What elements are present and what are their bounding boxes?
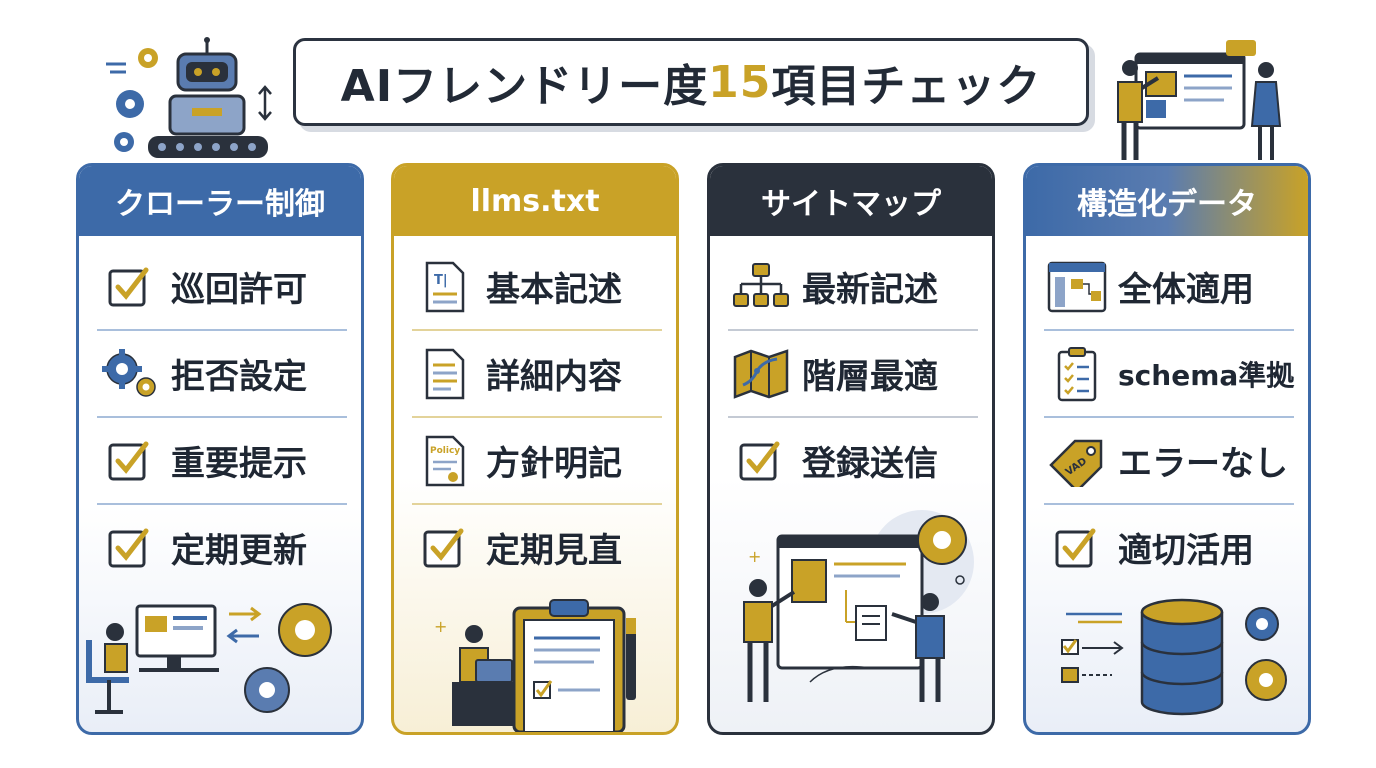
team-sitemap-illustration: + [743, 510, 974, 702]
title-prefix: AIフレンドリー度 [340, 61, 709, 112]
item-label: 巡回許可 [171, 270, 307, 310]
list-item: T| 基本記述 [412, 244, 662, 331]
list-item: schema準拠 [1044, 331, 1294, 418]
item-label: schema準拠 [1118, 358, 1295, 392]
item-label: 詳細内容 [486, 357, 622, 397]
item-label: 方針明記 [486, 444, 622, 484]
text-document-icon: T| [412, 259, 478, 315]
item-label: 登録送信 [802, 444, 938, 484]
robot-illustration [106, 37, 272, 158]
list-item: Policy 方針明記 [412, 418, 662, 505]
list-item: 適切活用 [1044, 505, 1294, 590]
checkbox-icon [728, 433, 794, 489]
item-label: 全体適用 [1118, 270, 1254, 310]
list-item: 階層最適 [728, 331, 978, 418]
gears-icon [97, 346, 163, 402]
column-header: 構造化データ [1026, 166, 1308, 236]
document-icon [412, 346, 478, 402]
item-label: 重要提示 [171, 444, 307, 484]
list-item: VAD エラーなし [1044, 418, 1294, 505]
list-item: 最新記述 [728, 244, 978, 331]
checkbox-icon [97, 520, 163, 576]
item-label: 適切活用 [1118, 531, 1254, 571]
person-with-clipboard-illustration: + [434, 599, 636, 732]
database-illustration [1061, 598, 1287, 716]
checkbox-icon [97, 259, 163, 315]
item-label: 最新記述 [802, 270, 938, 310]
map-icon [728, 346, 794, 402]
list-item: 定期見直 [412, 505, 662, 590]
list-item: 登録送信 [728, 418, 978, 503]
icon-text: T| [434, 273, 448, 288]
gear-icon [114, 132, 134, 152]
list-item: 巡回許可 [97, 244, 347, 331]
column-sitemap: サイトマップ 最新記述 階層最適 登録送信 + [707, 163, 995, 735]
item-label: 拒否設定 [171, 357, 307, 397]
svg-text:+: + [748, 547, 761, 566]
item-label: 定期見直 [486, 531, 622, 571]
list-item: 重要提示 [97, 418, 347, 505]
item-label: エラーなし [1118, 444, 1288, 484]
gear-icon [116, 90, 144, 118]
icon-text: Policy [430, 446, 460, 456]
column-header: llms.txt [394, 166, 676, 236]
column-llms-txt: llms.txt T| 基本記述 詳細内容 Policy 方針明記 定期見直 + [391, 163, 679, 735]
column-crawler-control: クローラー制御 巡回許可 拒否設定 重要提示 定期更新 [76, 163, 364, 735]
item-label: 階層最適 [802, 357, 938, 397]
checkbox-icon [1044, 520, 1110, 576]
gear-icon [138, 48, 158, 68]
tag-icon: VAD [1044, 433, 1110, 489]
item-label: 定期更新 [171, 531, 307, 571]
clipboard-checklist-icon [1044, 346, 1110, 402]
presentation-illustration [1117, 40, 1282, 160]
list-item: 定期更新 [97, 505, 347, 590]
checkbox-icon [97, 433, 163, 489]
column-structured-data: 構造化データ 全体適用 schema準拠 VAD エラーなし 適切活用 [1023, 163, 1311, 735]
list-item: 全体適用 [1044, 244, 1294, 331]
person-at-computer-illustration [86, 603, 332, 714]
svg-text:+: + [434, 617, 447, 636]
list-item: 拒否設定 [97, 331, 347, 418]
column-header: クローラー制御 [79, 166, 361, 236]
item-label: 基本記述 [486, 270, 622, 310]
sitemap-tree-icon [728, 259, 794, 315]
column-header: サイトマップ [710, 166, 992, 236]
browser-window-icon [1044, 259, 1110, 315]
checkbox-icon [412, 520, 478, 576]
list-item: 詳細内容 [412, 331, 662, 418]
title-suffix: 項目チェック [771, 61, 1042, 112]
policy-document-icon: Policy [412, 433, 478, 489]
title-number: 15 [708, 56, 772, 108]
